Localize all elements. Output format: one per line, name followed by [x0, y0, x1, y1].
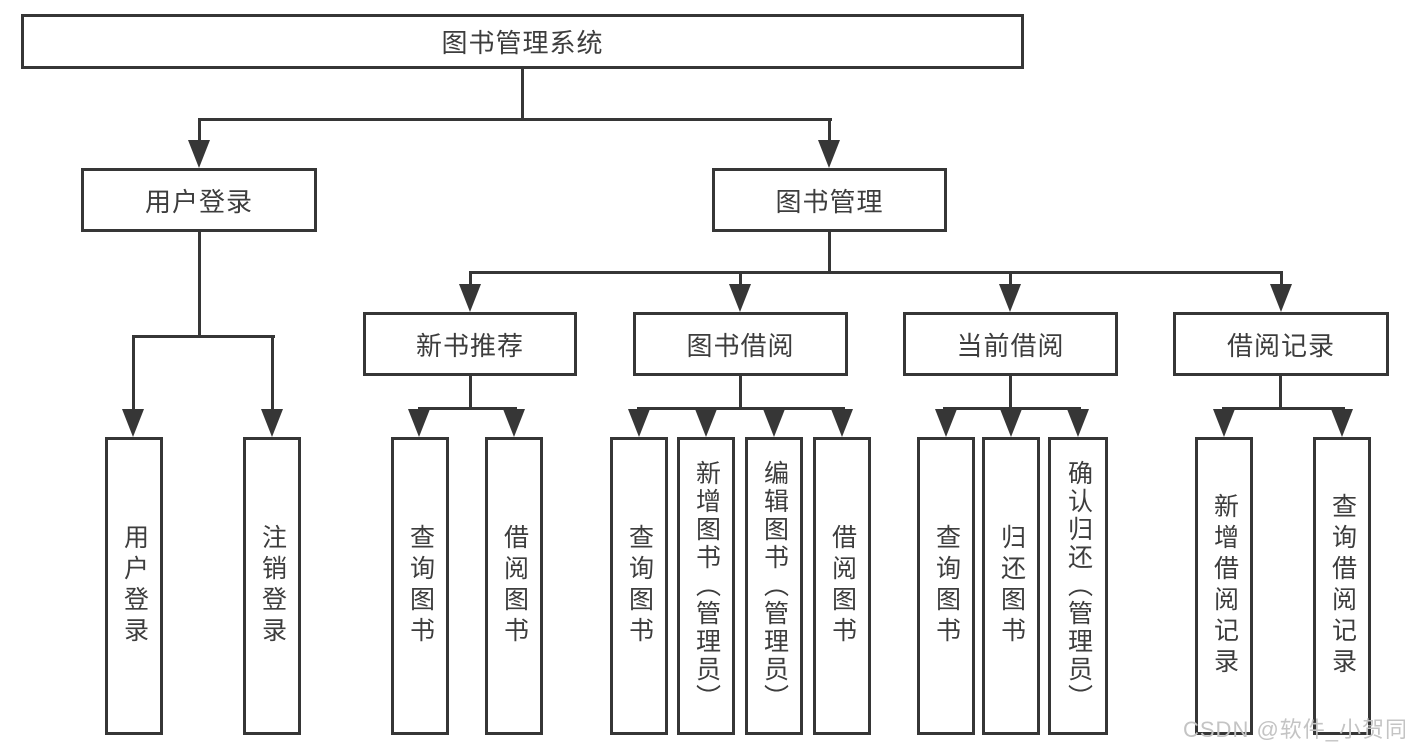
csdn-watermark: CSDN @软件_小贺同学: [1183, 717, 1405, 742]
arrow-down-icon: [261, 409, 283, 437]
arrow-down-icon: [935, 409, 957, 437]
arrow-down-icon: [1331, 409, 1353, 437]
connector-line: [739, 376, 742, 410]
connector-line: [739, 271, 742, 287]
node-new-book-recommendation: 新书推荐: [363, 312, 577, 376]
leaf-query-borrow-record: 查询借阅记录: [1313, 437, 1371, 735]
connector-line: [469, 271, 472, 287]
leaf-label: 查询图书: [932, 524, 961, 648]
leaf-label: 确认归还（管理员）: [1064, 460, 1093, 712]
leaf-label: 新增图书（管理员）: [692, 460, 721, 712]
connector-line: [1222, 407, 1345, 410]
node-book-borrowing: 图书借阅: [633, 312, 848, 376]
arrow-down-icon: [408, 409, 430, 437]
leaf-label: 用户登录: [120, 524, 149, 648]
leaf-label: 归还图书: [997, 524, 1026, 648]
connector-line: [1009, 376, 1012, 410]
leaf-edit-books-admin: 编辑图书（管理员）: [745, 437, 803, 735]
arrow-down-icon: [695, 409, 717, 437]
leaf-label: 注销登录: [258, 524, 287, 648]
leaf-add-books-admin: 新增图书（管理员）: [677, 437, 735, 735]
arrow-down-icon: [1270, 284, 1292, 312]
node-user-login: 用户登录: [81, 168, 317, 232]
connector-line: [271, 335, 274, 411]
connector-line: [521, 69, 524, 118]
connector-line: [198, 232, 201, 338]
leaf-add-borrow-record: 新增借阅记录: [1195, 437, 1253, 735]
leaf-label: 借阅图书: [828, 524, 857, 648]
arrow-down-icon: [763, 409, 785, 437]
arrow-down-icon: [1213, 409, 1235, 437]
arrow-down-icon: [1000, 409, 1022, 437]
connector-line: [828, 232, 831, 274]
connector-line: [132, 335, 275, 338]
connector-line: [418, 407, 517, 410]
arrow-down-icon: [831, 409, 853, 437]
connector-line: [132, 335, 135, 411]
connector-line: [637, 407, 845, 410]
arrow-down-icon: [122, 409, 144, 437]
arrow-down-icon: [188, 140, 210, 168]
leaf-label: 查询图书: [406, 524, 435, 648]
leaf-label: 查询图书: [625, 524, 654, 648]
leaf-return-books: 归还图书: [982, 437, 1040, 735]
node-current-borrowing: 当前借阅: [903, 312, 1118, 376]
leaf-query-books: 查询图书: [917, 437, 975, 735]
node-book-management: 图书管理: [712, 168, 947, 232]
connector-line: [943, 407, 1081, 410]
arrow-down-icon: [999, 284, 1021, 312]
leaf-label: 借阅图书: [500, 524, 529, 648]
arrow-down-icon: [628, 409, 650, 437]
leaf-label: 查询借阅记录: [1328, 493, 1357, 679]
connector-line: [1279, 376, 1282, 410]
leaf-borrow-books: 借阅图书: [485, 437, 543, 735]
connector-line: [198, 118, 832, 121]
connector-line: [1009, 271, 1012, 287]
connector-line: [1280, 271, 1283, 287]
arrow-down-icon: [503, 409, 525, 437]
connector-line: [828, 118, 831, 144]
node-root-library-management-system: 图书管理系统: [21, 14, 1024, 69]
arrow-down-icon: [459, 284, 481, 312]
connector-line: [469, 271, 1283, 274]
arrow-down-icon: [1067, 409, 1089, 437]
leaf-borrow-books: 借阅图书: [813, 437, 871, 735]
arrow-down-icon: [729, 284, 751, 312]
leaf-confirm-return-admin: 确认归还（管理员）: [1048, 437, 1108, 735]
leaf-logout: 注销登录: [243, 437, 301, 735]
connector-line: [198, 118, 201, 144]
leaf-user-login: 用户登录: [105, 437, 163, 735]
node-borrowing-records: 借阅记录: [1173, 312, 1389, 376]
leaf-label: 编辑图书（管理员）: [760, 460, 789, 712]
leaf-label: 新增借阅记录: [1210, 493, 1239, 679]
connector-line: [469, 376, 472, 410]
arrow-down-icon: [818, 140, 840, 168]
leaf-query-books: 查询图书: [391, 437, 449, 735]
leaf-query-books: 查询图书: [610, 437, 668, 735]
